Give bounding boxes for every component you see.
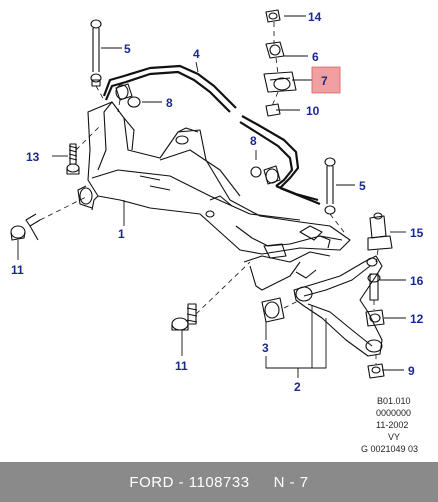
callout-10: 10 <box>306 104 320 118</box>
stabilizer-link-right <box>324 157 336 215</box>
footer-part-number: 1108733 <box>188 473 250 491</box>
callout-11-lower: 11 <box>175 359 188 373</box>
stabilizer-bar <box>102 64 321 206</box>
subframe-crossmember <box>77 101 351 291</box>
ref-line-5: G 0021049 03 <box>361 444 418 454</box>
reference-code-block: B01.010 0000000 11-2002 VY G 0021049 03 <box>361 396 418 454</box>
callout-5-upper: 5 <box>124 42 131 56</box>
lower-control-arm <box>293 255 383 357</box>
callout-7: 7 <box>321 74 328 88</box>
callout-16: 16 <box>410 274 424 288</box>
clamp-bolt-10 <box>265 103 281 117</box>
suspension-exploded-diagram: 5 4 8 8 5 14 6 7 10 13 1 11 11 15 16 12 … <box>10 9 424 454</box>
bolt-11-left <box>10 213 41 241</box>
callout-12: 12 <box>410 312 424 326</box>
bolt-13 <box>66 143 80 175</box>
callout-2: 2 <box>294 380 301 394</box>
callout-1: 1 <box>118 227 125 241</box>
callout-6: 6 <box>312 50 319 64</box>
stabilizer-bushing-left <box>115 83 133 101</box>
arm-bushing-3 <box>261 297 285 323</box>
bolt-11-lower <box>171 303 198 331</box>
callout-leader-lines <box>17 15 406 378</box>
clamp-cap-14 <box>265 9 281 23</box>
nut-9 <box>367 363 385 379</box>
callout-11-left: 11 <box>11 263 24 277</box>
clamp-bracket-7 <box>263 71 297 93</box>
callout-5-lower: 5 <box>359 179 366 193</box>
bushing-8-lower <box>250 166 262 178</box>
callout-8-upper: 8 <box>166 96 173 110</box>
part-number-footer: FORD - 1108733 N - 7 <box>0 462 438 502</box>
ref-line-3: 11-2002 <box>376 420 408 430</box>
ref-line-2: 0000000 <box>376 408 411 418</box>
callout-14: 14 <box>308 10 322 24</box>
callout-9: 9 <box>408 364 415 378</box>
ref-line-4: VY <box>388 432 400 442</box>
footer-separator: - <box>178 473 185 491</box>
clamp-bushing-6 <box>265 41 285 59</box>
assembly-guide-lines <box>39 22 379 364</box>
bolt-16 <box>367 273 381 301</box>
footer-brand: FORD <box>129 473 174 491</box>
bushing-8-upper <box>127 96 141 108</box>
callout-15: 15 <box>410 226 424 240</box>
footer-position: N - 7 <box>273 473 309 491</box>
stabilizer-bushing-right <box>263 165 281 185</box>
ball-joint-15 <box>367 212 393 251</box>
callout-3: 3 <box>262 341 269 355</box>
callout-4: 4 <box>193 47 200 61</box>
nut-12 <box>365 309 385 327</box>
ref-line-1: B01.010 <box>377 396 411 406</box>
stabilizer-link-left <box>90 19 102 87</box>
callout-8-lower: 8 <box>250 134 257 148</box>
callout-13: 13 <box>26 150 40 164</box>
highlight-box-7 <box>311 66 341 94</box>
